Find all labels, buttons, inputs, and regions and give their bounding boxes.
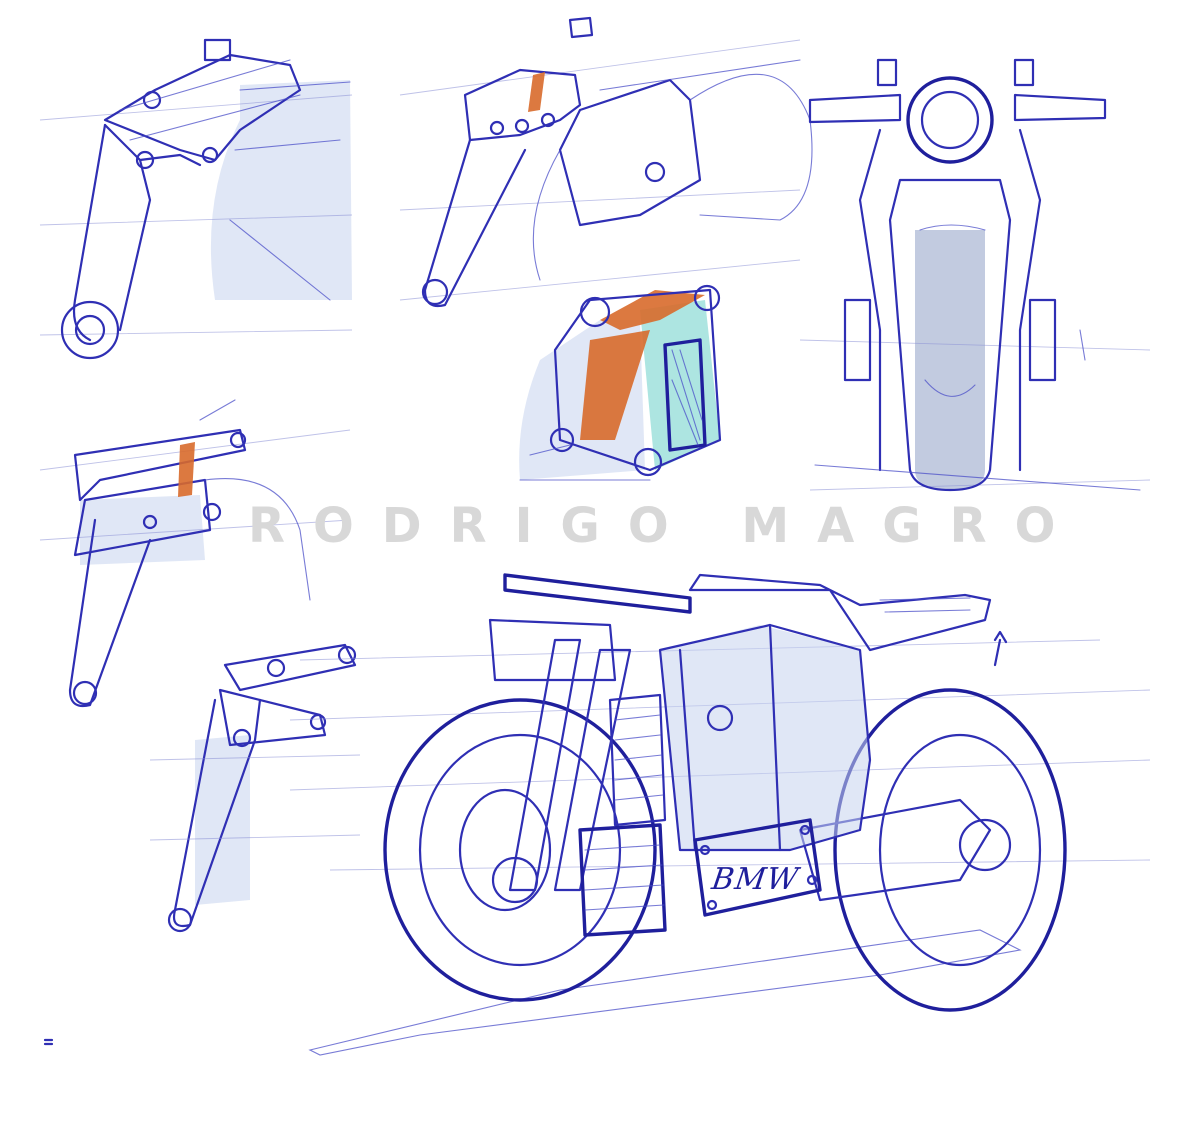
fork-sketch-top-left (39, 38, 353, 360)
fork-sketch-lower-left (149, 643, 361, 933)
fork-sketch-middle-left (39, 399, 351, 708)
watermark-text: RODRIGO MAGRO (248, 498, 1084, 554)
bike-badge-logo: BMW (709, 862, 802, 897)
fork-sketch-top-middle (399, 16, 813, 308)
margin-mark (43, 1038, 54, 1046)
motorcycle-perspective-sketch (289, 573, 1151, 1056)
front-view-sketch (799, 58, 1151, 492)
shock-linkage-sketch (519, 284, 722, 481)
